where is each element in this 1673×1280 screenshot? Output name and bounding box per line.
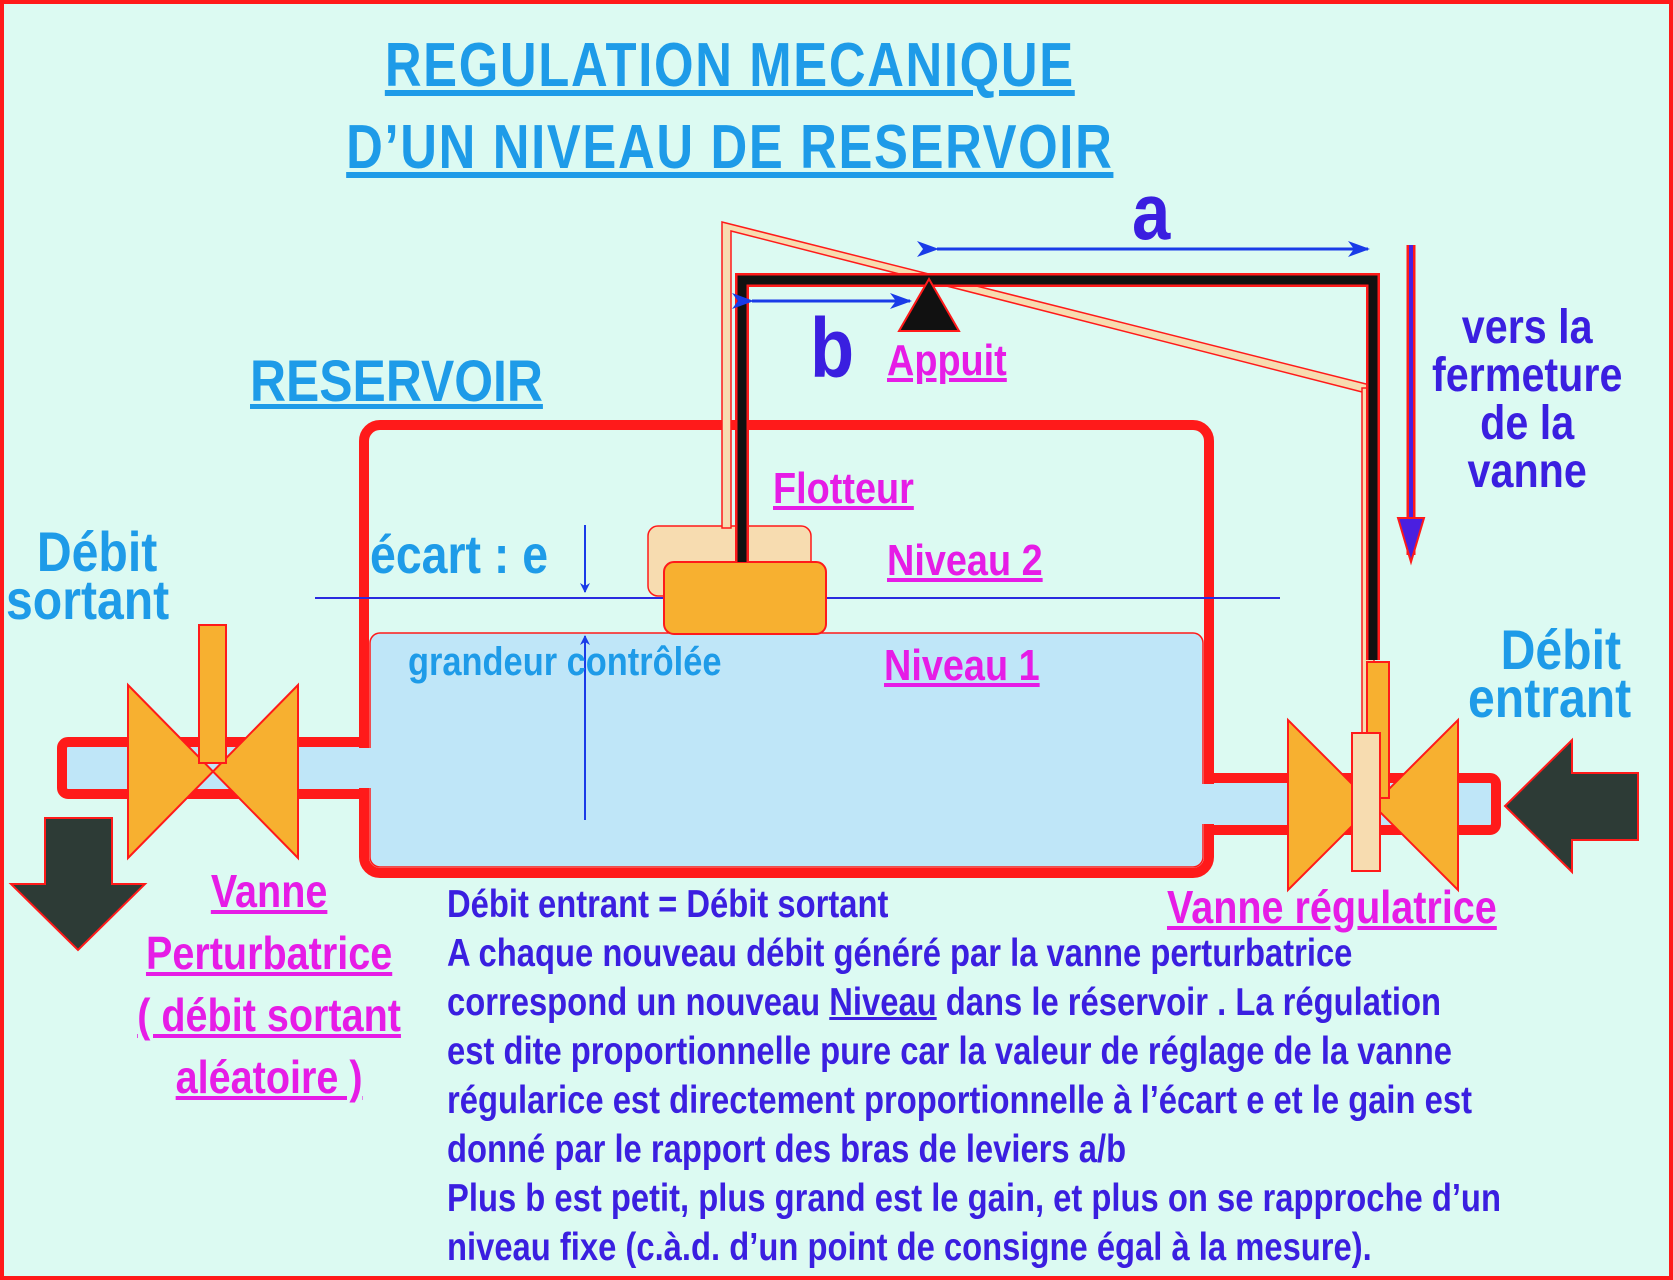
float-label: Flotteur	[773, 464, 914, 513]
explanation-line-2: A chaque nouveau débit généré par la van…	[447, 932, 1353, 975]
level-2-label: Niveau 2	[887, 536, 1043, 585]
reservoir-label: RESERVOIR	[250, 349, 543, 414]
ecart-label: écart : e	[370, 525, 549, 585]
explanation-niveau-word: Niveau	[829, 981, 937, 1024]
valve-perturbatrice-body	[127, 682, 299, 861]
float	[663, 561, 827, 635]
explanation-line-8: niveau fixe (c.à.d. d’un point de consig…	[447, 1226, 1372, 1269]
title-line-1: REGULATION MECANIQUE	[384, 31, 1075, 100]
valve-perturbatrice-line-1: Vanne	[210, 865, 328, 917]
outflow-label-line-1: Débit	[36, 520, 158, 583]
closing-direction-line-4: vanne	[1467, 445, 1587, 498]
inflow-label-line-1: Débit	[1500, 618, 1621, 681]
explanation-line-3: correspond un nouveau Niveau dans le rés…	[447, 978, 1501, 1027]
explanation-text: Débit entrant = Débit sortant A chaque n…	[447, 882, 1501, 1272]
pivot-label: Appuit	[887, 336, 1007, 385]
valve-regulatrice-ghost-stem	[1351, 732, 1381, 872]
controlled-variable-label: grandeur contrôlée	[408, 640, 722, 684]
arm-b-label: b	[810, 301, 855, 395]
explanation-line-6: donné par le rapport des bras de leviers…	[447, 1128, 1127, 1171]
closing-direction-line-1: vers la	[1461, 301, 1593, 354]
inlet-opening	[1199, 784, 1223, 824]
explanation-line-5: régularice est directement proportionnel…	[447, 1079, 1473, 1122]
closing-direction-line-3: de la	[1480, 397, 1575, 450]
inflow-label-line-2: entrant	[1468, 666, 1632, 729]
lever	[737, 275, 1378, 660]
valve-perturbatrice-label: Vanne Perturbatrice ( débit sortant aléa…	[110, 860, 428, 1108]
outflow-label: Débit sortant	[6, 520, 170, 631]
explanation-line-4: est dite proportionnelle pure car la val…	[447, 1030, 1452, 1073]
explanation-line-3-start: correspond un nouveau	[447, 981, 830, 1024]
explanation-line-1: Débit entrant = Débit sortant	[447, 883, 889, 926]
outflow-label-line-2: sortant	[6, 568, 170, 631]
arm-a-label: a	[1132, 167, 1171, 256]
valve-perturbatrice-line-3: ( débit sortant	[137, 989, 401, 1041]
valve-regulatrice-label: Vanne régulatrice	[1167, 881, 1497, 933]
closing-direction-label: vers la fermeture de la vanne	[1424, 304, 1630, 496]
outlet-opening	[350, 748, 374, 788]
valve-perturbatrice-line-4: aléatoire )	[175, 1051, 363, 1103]
explanation-line-3-end: dans le réservoir . La régulation	[936, 981, 1442, 1024]
inflow-label: Débit entrant	[1468, 618, 1632, 729]
closing-direction-line-2: fermeture	[1431, 349, 1623, 402]
outflow-arrow	[8, 817, 148, 952]
level-1-label: Niveau 1	[884, 641, 1040, 690]
explanation-line-7: Plus b est petit, plus grand est le gain…	[447, 1177, 1501, 1220]
inflow-arrow	[1503, 737, 1639, 875]
closing-arrow-head	[1396, 517, 1426, 566]
valve-perturbatrice-line-2: Perturbatrice	[145, 927, 393, 979]
title-line-2: D’UN NIVEAU DE RESERVOIR	[346, 113, 1114, 182]
pivot-triangle	[897, 276, 961, 332]
valve-perturbatrice-stem	[198, 624, 227, 764]
